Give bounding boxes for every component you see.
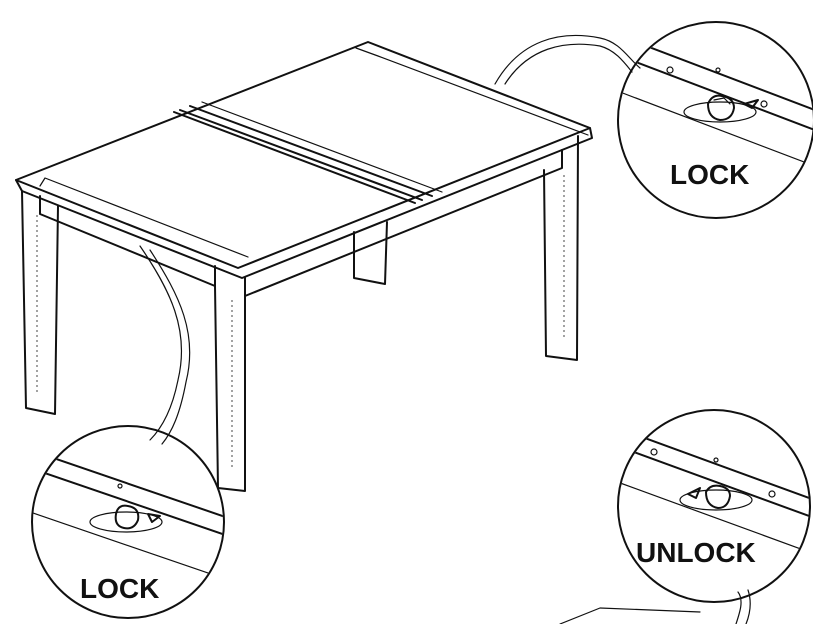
leader-line-bottom-right: [735, 591, 742, 624]
leader-line-bottom-left: [139, 245, 183, 441]
callout-label-top-right: LOCK: [670, 159, 749, 190]
rotation-arrow-icon: [743, 99, 759, 109]
leaf-seam-left-inner: [189, 105, 433, 197]
table-apron-front: [39, 195, 216, 287]
leg-back-left: [353, 221, 388, 285]
table-apron-right: [244, 149, 563, 297]
leg-front-left: [21, 190, 59, 415]
leaf-seam-left: [173, 111, 416, 204]
leaf-seam-right: [179, 109, 423, 201]
table-illustration: [15, 41, 593, 492]
lock-knob-icon-bl: [114, 504, 140, 530]
callout-bottom-right: UNLOCK: [559, 409, 811, 624]
leg-front-right: [214, 277, 246, 492]
leader-line-top-right: [494, 34, 641, 85]
leg-back-right: [543, 135, 579, 361]
callout-label-bottom-left: LOCK: [80, 573, 159, 604]
rotation-arrow-icon-bl: [147, 513, 161, 523]
table-top-edge: [15, 127, 593, 279]
table-end-left: [39, 177, 249, 258]
magnifier-circle-bottom-left: [31, 425, 225, 619]
next-figure-fragment: [559, 607, 701, 624]
table-end-right: [355, 47, 589, 136]
rotation-arrow-icon-br: [687, 487, 701, 499]
magnifier-circle-top-right: [617, 21, 813, 219]
callout-top-right: LOCK: [494, 21, 813, 219]
leaf-seam-right-b: [201, 101, 443, 193]
callout-label-bottom-right: UNLOCK: [636, 537, 756, 568]
callout-bottom-left: LOCK: [31, 245, 225, 619]
unlock-knob-icon: [705, 484, 731, 509]
magnifier-circle-bottom-right: [617, 409, 811, 603]
lock-knob-icon: [707, 94, 735, 121]
